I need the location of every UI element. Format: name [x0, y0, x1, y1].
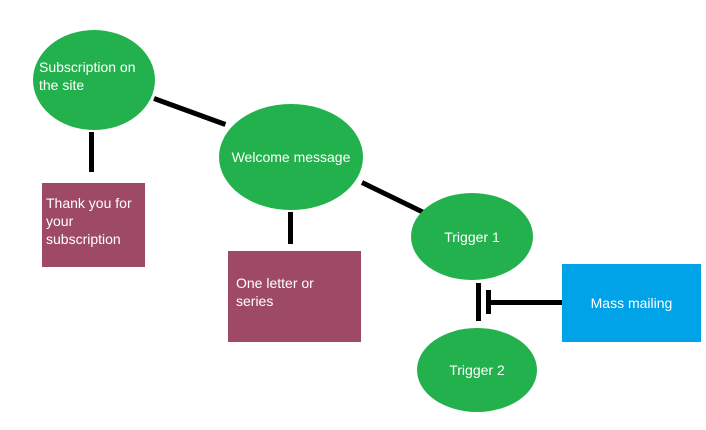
connector-junction [486, 290, 491, 314]
one-letter-box: One letter or series [228, 251, 361, 342]
connector-trigger1-trigger2 [476, 283, 481, 321]
connector-subscription-thankyou [89, 132, 94, 172]
thank-you-label: Thank you for your subscription [46, 195, 132, 247]
trigger1-node: Trigger 1 [411, 193, 533, 280]
connector-welcome-trigger1 [360, 180, 425, 215]
connector-subscription-welcome [153, 96, 227, 127]
welcome-label: Welcome message [231, 149, 351, 165]
trigger2-label: Trigger 2 [449, 362, 505, 378]
trigger2-node: Trigger 2 [417, 328, 537, 412]
subscription-node: Subscription on the site [33, 30, 155, 130]
connector-massmailing [486, 300, 562, 305]
subscription-label: Subscription on the site [39, 59, 136, 93]
connector-welcome-oneletter [288, 212, 293, 244]
welcome-node: Welcome message [219, 104, 363, 210]
mass-mailing-box: Mass mailing [562, 264, 701, 342]
mass-mailing-label: Mass mailing [590, 295, 673, 311]
one-letter-label: One letter or series [236, 275, 314, 309]
thank-you-box: Thank you for your subscription [42, 183, 145, 267]
trigger1-label: Trigger 1 [444, 228, 500, 245]
